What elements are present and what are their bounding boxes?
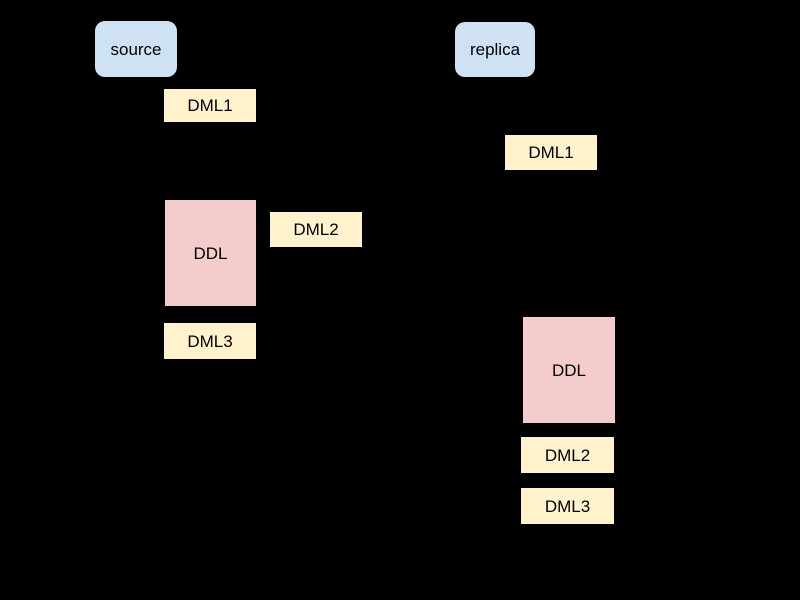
source-dml3-box: DML3	[164, 323, 256, 359]
source-actor-box: source	[95, 21, 177, 77]
replica-ddl-box: DDL	[523, 317, 615, 423]
replica-dml3-box: DML3	[521, 488, 614, 524]
source-ddl-box: DDL	[165, 200, 256, 306]
source-dml2-box: DML2	[270, 212, 362, 247]
replica-dml1-box: DML1	[505, 135, 597, 170]
source-dml1-box: DML1	[164, 89, 256, 122]
replica-actor-box: replica	[455, 22, 535, 77]
replica-dml2-box: DML2	[521, 437, 614, 473]
